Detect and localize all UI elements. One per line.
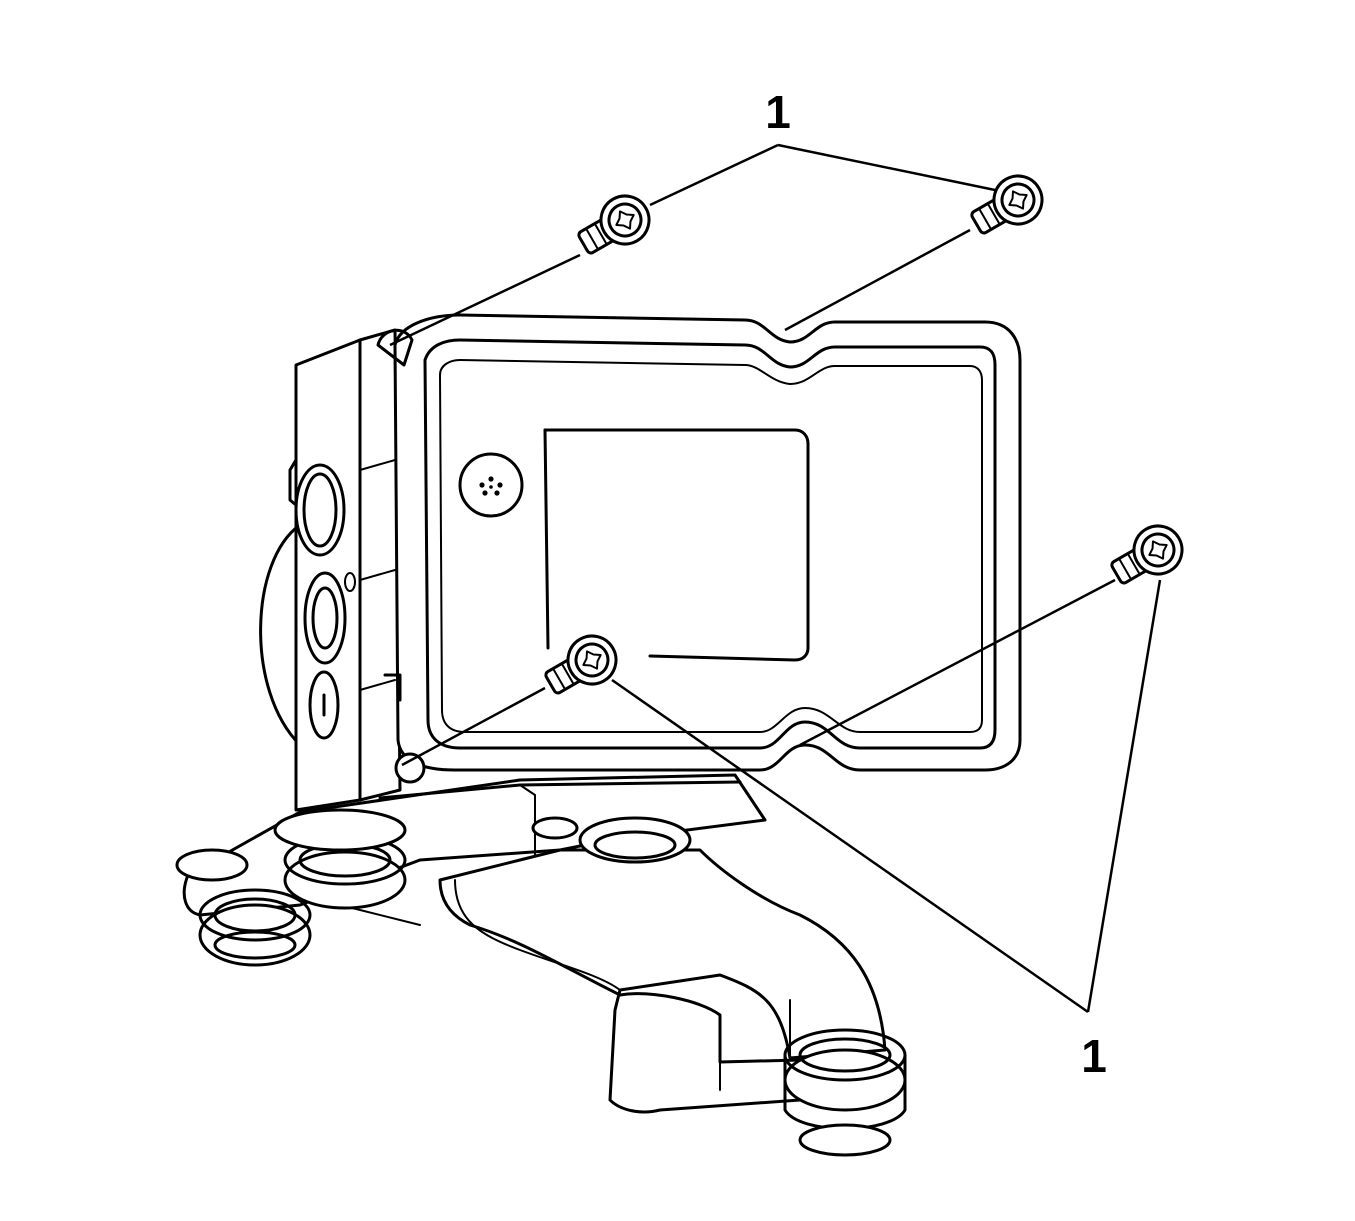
hydraulic-block — [288, 328, 402, 812]
callout-label-top: 1 — [765, 86, 791, 138]
callout-label-bottom: 1 — [1081, 1030, 1107, 1082]
bolt — [577, 194, 651, 255]
bolt — [970, 174, 1044, 235]
alignment-lines — [389, 228, 1116, 767]
bolt — [1110, 524, 1184, 585]
callout-leaders — [611, 143, 1162, 1014]
isolator-grommet — [175, 808, 907, 1157]
bolt — [544, 634, 618, 695]
control-module — [376, 313, 1022, 784]
